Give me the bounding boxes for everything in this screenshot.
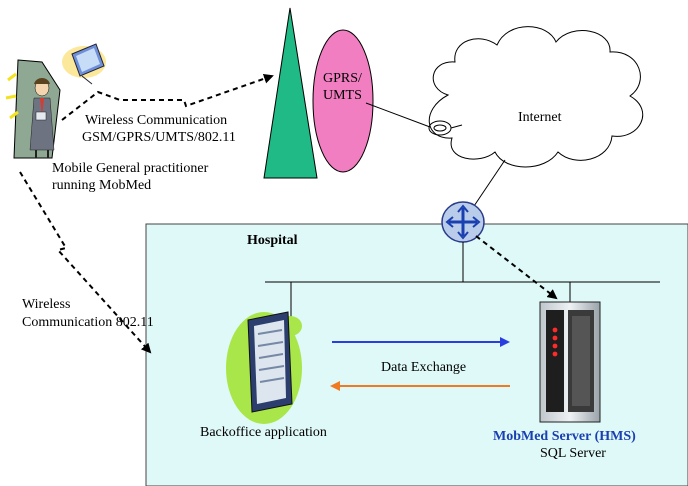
cell-tower xyxy=(263,7,318,179)
practitioner-caption-2: running MobMed xyxy=(52,178,152,193)
gprs-umts-ellipse xyxy=(312,29,374,173)
router-server-arrow xyxy=(475,235,558,300)
wireless-lan-label-2: Communication 802.11 xyxy=(22,315,154,330)
lan-bus xyxy=(265,242,660,318)
backoffice-label: Backoffice application xyxy=(200,425,327,440)
umts-label: UMTS xyxy=(323,88,362,103)
sql-server-label: SQL Server xyxy=(540,446,606,461)
router-icon xyxy=(441,201,485,243)
wireless-wan-label-2: GSM/GPRS/UMTS/802.11 xyxy=(82,130,236,145)
internet-cloud xyxy=(428,26,644,168)
wireless-lan-label-1: Wireless xyxy=(22,297,71,312)
hospital-label: Hospital xyxy=(247,233,298,248)
internet-label: Internet xyxy=(518,110,562,125)
internet-router-link xyxy=(469,159,506,213)
wireless-wan-label-1: Wireless Communication xyxy=(85,113,228,128)
mobile-practitioner-icon xyxy=(5,59,61,159)
handheld-device-icon xyxy=(62,43,106,85)
backoffice-server-icon xyxy=(226,311,302,424)
gprs-label: GPRS/ xyxy=(323,71,362,86)
practitioner-caption-1: Mobile General practitioner xyxy=(52,161,209,176)
mobmed-server-label: MobMed Server (HMS) xyxy=(493,429,636,444)
tower-internet-link xyxy=(365,102,463,136)
data-exchange-label: Data Exchange xyxy=(381,360,467,375)
wireless-wan-arrow xyxy=(61,73,274,121)
mobmed-server-icon xyxy=(539,301,601,423)
wireless-lan-arrow xyxy=(19,171,152,354)
